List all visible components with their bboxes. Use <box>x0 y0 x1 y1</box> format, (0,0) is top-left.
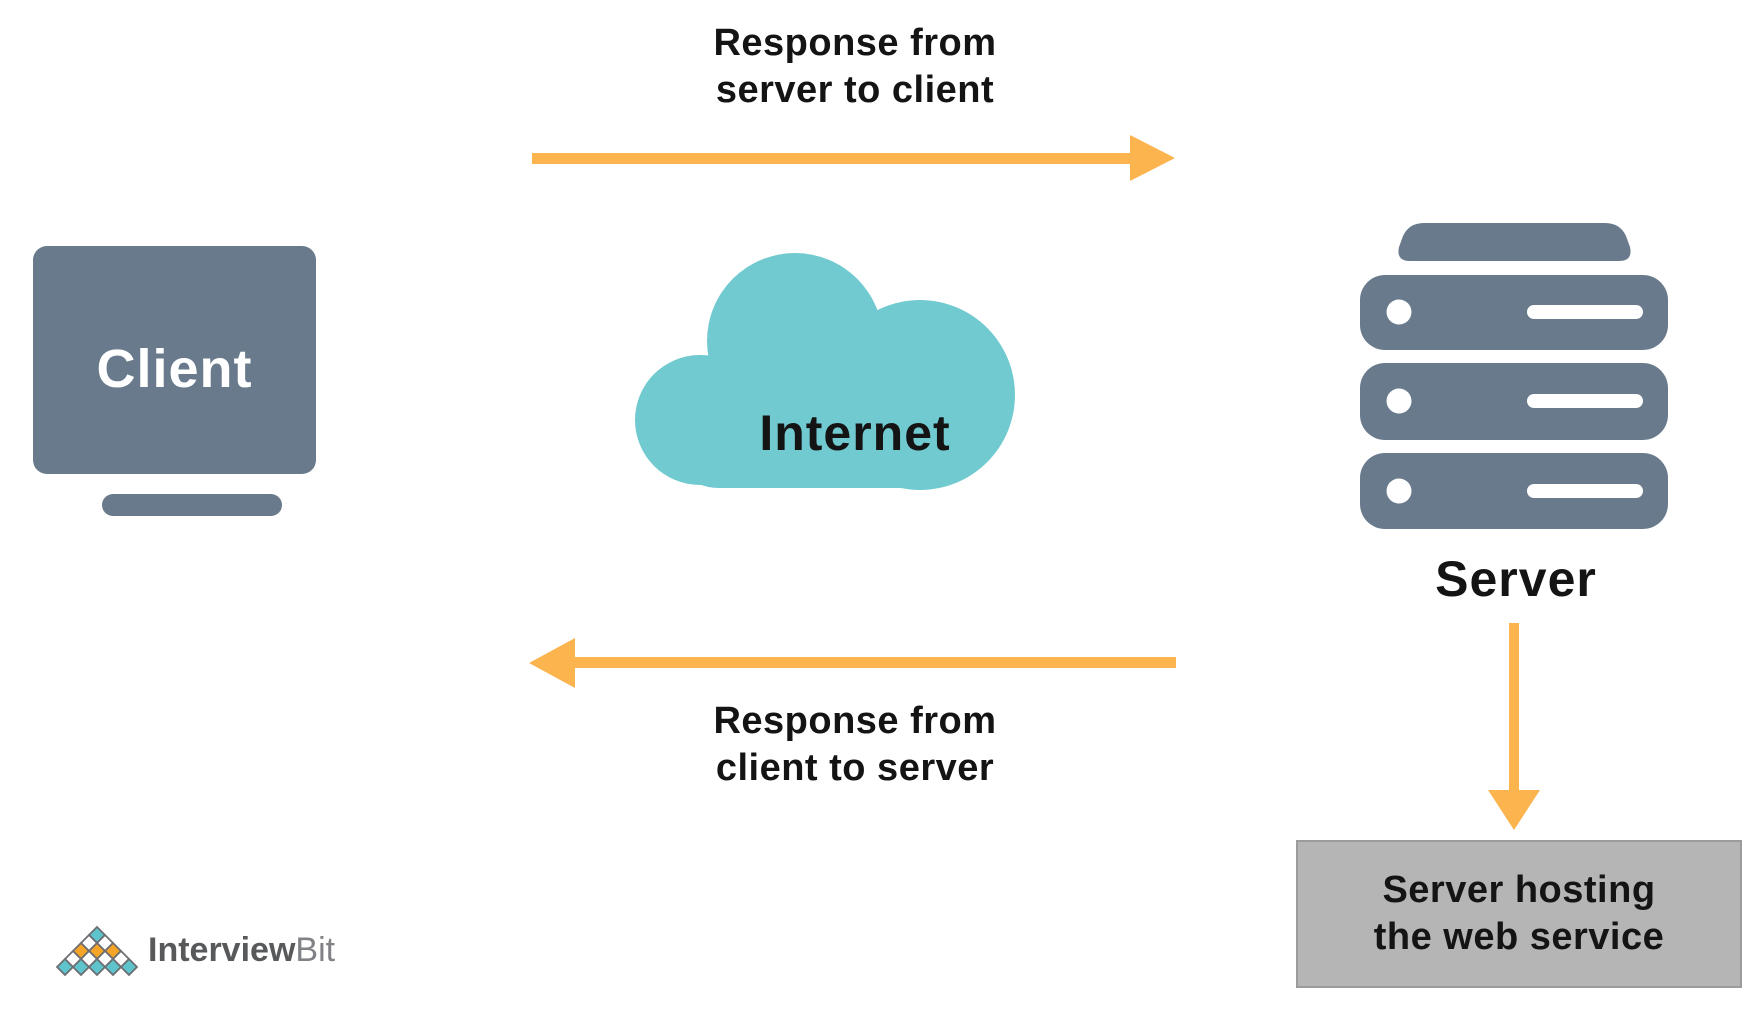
arrow-down-head-icon <box>1488 790 1540 830</box>
bottom-flow-label: Response from client to server <box>555 698 1155 792</box>
client-monitor-stand <box>102 494 282 516</box>
interviewbit-wordmark: InterviewBit <box>148 930 335 970</box>
hosting-box: Server hosting the web service <box>1296 840 1742 988</box>
arrow-left-line <box>575 657 1176 668</box>
hosting-box-line2: the web service <box>1373 916 1665 958</box>
top-flow-label: Response from server to client <box>555 20 1155 114</box>
hosting-box-line1: Server hosting <box>1382 869 1656 911</box>
arrow-left-head-icon <box>529 638 575 688</box>
bottom-flow-label-line2: client to server <box>715 747 995 789</box>
internet-label: Internet <box>759 405 951 461</box>
interviewbit-logo: InterviewBit <box>55 925 335 977</box>
arrow-right-line <box>532 153 1132 164</box>
top-flow-label-line1: Response from <box>713 22 997 64</box>
bottom-flow-label-line1: Response from <box>713 700 997 742</box>
wordmark-bit: Bit <box>295 931 336 969</box>
wordmark-interview: Interview <box>148 931 296 969</box>
top-flow-label-line2: server to client <box>715 69 995 111</box>
server-label: Server <box>1435 551 1597 607</box>
arrow-right-head-icon <box>1130 135 1175 181</box>
internet-cloud-icon <box>635 253 1015 490</box>
arrow-down-line <box>1509 623 1519 790</box>
client-monitor-icon: Client <box>33 246 316 474</box>
server-rack-icon <box>1360 223 1668 529</box>
interviewbit-pyramid-icon <box>55 925 139 977</box>
client-label: Client <box>96 339 253 399</box>
